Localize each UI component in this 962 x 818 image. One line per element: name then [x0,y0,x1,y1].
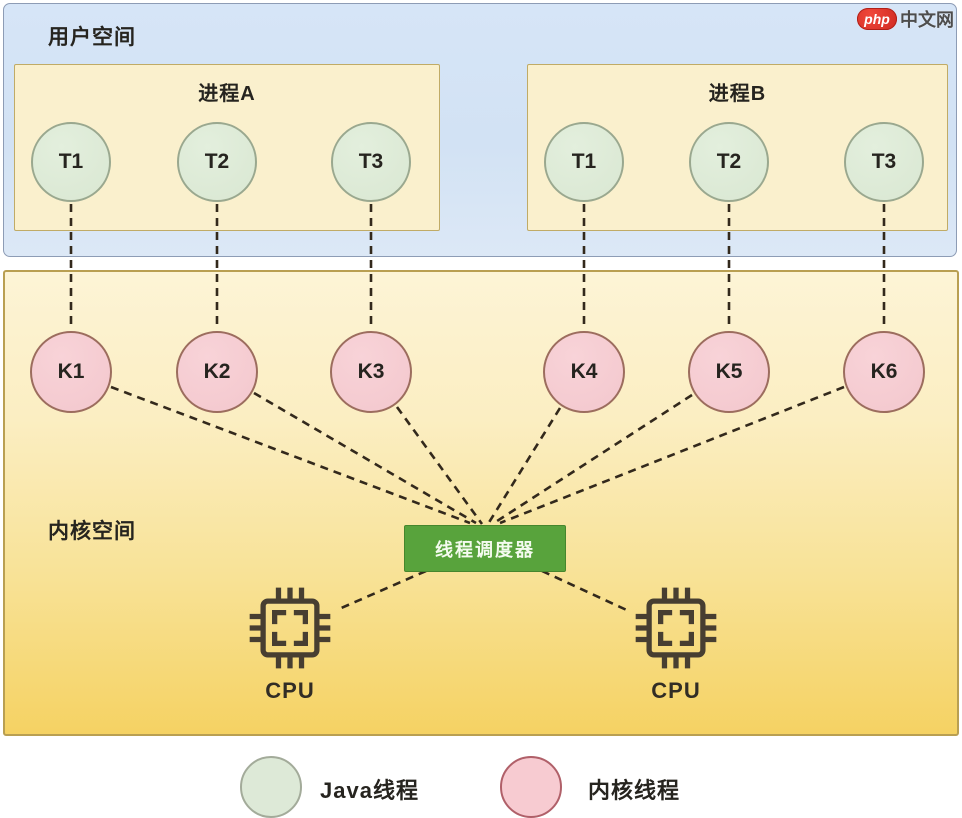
thread-label: T2 [716,150,742,173]
kernel-thread-node-k4: K4 [543,331,625,413]
cpu-chip-icon [249,587,331,669]
legend-java-thread-swatch [240,756,302,818]
thread-label: T2 [204,150,230,173]
php-site-logo: php 中文网 [857,6,954,32]
thread-node-b-t1: T1 [544,122,624,202]
thread-node-b-t2: T2 [689,122,769,202]
kernel-thread-node-k1: K1 [30,331,112,413]
thread-node-a-t2: T2 [177,122,257,202]
legend-java-thread-label: Java线程 [320,778,419,803]
thread-node-a-t1: T1 [31,122,111,202]
thread-scheduler-box: 线程调度器 [404,525,566,572]
user-space-label: 用户空间 [48,26,136,49]
thread-label: T1 [58,150,84,173]
kernel-thread-label: K5 [715,360,743,383]
kernel-thread-label: K1 [57,360,85,383]
thread-node-a-t3: T3 [331,122,411,202]
cpu-label: CPU [651,678,701,703]
kernel-thread-node-k2: K2 [176,331,258,413]
thread-label: T1 [571,150,597,173]
thread-label: T3 [871,150,897,173]
kernel-thread-label: K6 [870,360,898,383]
thread-label: T3 [358,150,384,173]
process-a-title: 进程A [198,83,256,105]
legend-kernel-thread-label: 内核线程 [588,778,681,803]
cpu-node-2: CPU [626,580,726,704]
php-logo-icon: php [857,8,897,30]
user-space-region: 用户空间 进程A 进程B [3,3,957,257]
cpu-label: CPU [265,678,315,703]
thread-node-b-t3: T3 [844,122,924,202]
cpu-node-1: CPU [240,580,340,704]
logo-site-name: 中文网 [900,10,954,30]
kernel-thread-node-k3: K3 [330,331,412,413]
cpu-chip-icon [635,587,717,669]
kernel-space-label: 内核空间 [48,520,136,543]
kernel-thread-label: K3 [357,360,385,383]
kernel-thread-node-k6: K6 [843,331,925,413]
legend-kernel-thread-swatch [500,756,562,818]
kernel-thread-label: K4 [570,360,598,383]
process-b-title: 进程B [708,83,767,105]
kernel-thread-label: K2 [203,360,231,383]
kernel-space-region [3,270,959,736]
kernel-thread-node-k5: K5 [688,331,770,413]
